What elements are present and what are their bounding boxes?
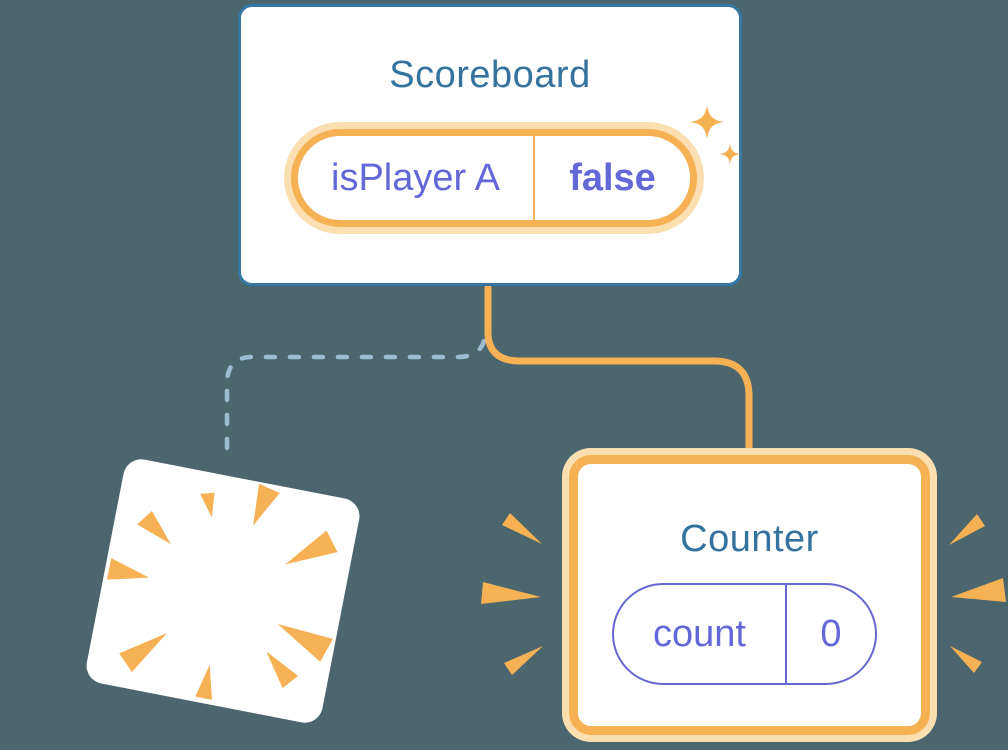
counter-component-card: Counter count 0 — [569, 455, 930, 735]
pill-divider — [533, 136, 535, 220]
kept-branch-solid-line — [484, 283, 753, 462]
state-name-label: count — [653, 613, 746, 655]
destroyed-component-card — [83, 456, 363, 726]
sparkles-icon — [690, 105, 741, 165]
state-name-label: isPlayer A — [331, 157, 500, 199]
state-value-label: false — [569, 157, 656, 199]
state-value-label: 0 — [820, 613, 842, 655]
removed-branch-dashed-line — [224, 338, 487, 465]
poof-explosion-icon — [107, 483, 338, 700]
scoreboard-state-pill: isPlayer A false — [291, 129, 697, 227]
scoreboard-component-card: Scoreboard isPlayer A false — [238, 4, 742, 286]
counter-state-pill: count 0 — [612, 583, 877, 685]
counter-title: Counter — [680, 518, 819, 560]
emphasis-rays-left-icon — [481, 513, 543, 675]
scoreboard-title: Scoreboard — [389, 54, 591, 96]
emphasis-rays-right-icon — [949, 514, 1006, 673]
pill-divider — [785, 585, 787, 683]
